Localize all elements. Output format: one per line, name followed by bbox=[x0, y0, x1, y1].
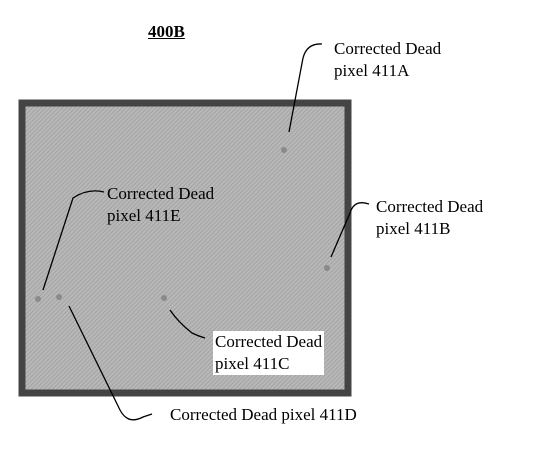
callout-411c: Corrected Dead pixel 411C bbox=[213, 331, 325, 375]
leader-line-411c bbox=[169, 309, 206, 339]
dead-pixel-411e bbox=[35, 296, 41, 302]
leader-line-411a bbox=[288, 43, 323, 133]
figure-title: 400B bbox=[148, 22, 185, 41]
callout-411c-line2: pixel 411C bbox=[213, 353, 325, 375]
callout-411b: Corrected Dead pixel 411B bbox=[376, 196, 483, 240]
callout-411d-line1: Corrected Dead pixel 411D bbox=[170, 405, 357, 424]
callout-411e-line1: Corrected Dead bbox=[107, 184, 215, 203]
callout-411d: Corrected Dead pixel 411D bbox=[170, 404, 357, 426]
callout-411a-line1: Corrected Dead bbox=[334, 39, 442, 58]
dead-pixel-411b bbox=[324, 265, 330, 271]
callout-411b-line1: Corrected Dead bbox=[376, 197, 484, 216]
callout-411a: Corrected Dead pixel 411A bbox=[334, 38, 441, 82]
callout-411e: Corrected Dead pixel 411E bbox=[107, 183, 214, 227]
leader-line-411e bbox=[42, 190, 105, 291]
leader-line-411d bbox=[68, 305, 153, 421]
leader-line-411b bbox=[330, 202, 370, 258]
dead-pixel-411d bbox=[56, 294, 62, 300]
callout-411e-line2: pixel 411E bbox=[107, 206, 181, 225]
dead-pixel-411c bbox=[161, 295, 167, 301]
callout-411c-line1: Corrected Dead bbox=[213, 331, 325, 353]
callout-411a-line2: pixel 411A bbox=[334, 61, 410, 80]
callout-411b-line2: pixel 411B bbox=[376, 219, 451, 238]
dead-pixel-411a bbox=[281, 147, 287, 153]
